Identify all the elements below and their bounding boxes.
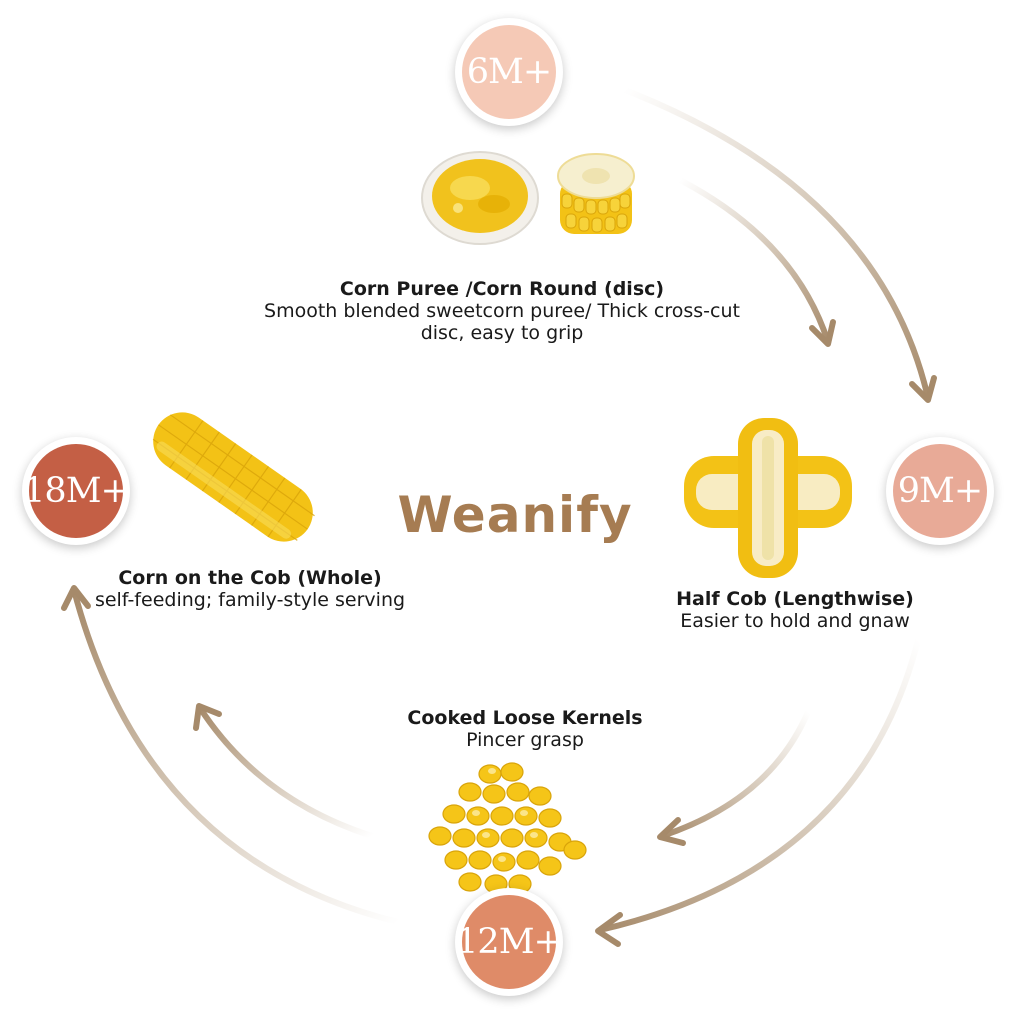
brand-logo: Weanify	[397, 486, 633, 544]
stage-text-12m: Cooked Loose Kernels Pincer grasp	[370, 707, 680, 752]
stage-text-18m: Corn on the Cob (Whole) self-feeding; fa…	[80, 567, 420, 612]
loose-kernels-image	[428, 762, 587, 908]
half-cob-lengthwise-image	[684, 418, 852, 578]
arrowhead-inner-6-to-9	[809, 319, 836, 347]
stage-title-12m: Cooked Loose Kernels	[407, 707, 643, 729]
corn-puree-bowl-image	[421, 151, 539, 245]
arrow-inner-6-to-9	[677, 177, 831, 345]
corn-round-disc-image	[557, 153, 635, 234]
arrowhead-outer-6-to-9	[909, 375, 937, 403]
arrow-outer-12-to-18	[71, 587, 401, 925]
stage-text-6m: Corn Puree /Corn Round (disc) Smooth ble…	[262, 278, 742, 345]
stage-desc-6m: Smooth blended sweetcorn puree/ Thick cr…	[264, 299, 740, 344]
age-label-12m: 12M+	[456, 922, 563, 962]
age-badge-6m: 6M+	[455, 18, 563, 126]
stage-text-9m: Half Cob (Lengthwise) Easier to hold and…	[640, 588, 950, 633]
age-badge-18m: 18M+	[22, 437, 130, 545]
arrow-inner-12-to-18	[197, 705, 375, 839]
arrow-outer-9-to-12	[597, 637, 921, 933]
arrowhead-outer-12-to-18	[61, 585, 91, 611]
age-label-6m: 6M+	[466, 52, 552, 92]
age-badge-12m: 12M+	[455, 888, 563, 996]
age-label-18m: 18M+	[23, 471, 130, 511]
arrowhead-inner-12-to-18	[193, 703, 222, 731]
arrowhead-inner-9-to-12	[657, 817, 686, 846]
age-label-9m: 9M+	[897, 471, 983, 511]
arrow-inner-9-to-12	[659, 709, 811, 839]
stage-desc-12m: Pincer grasp	[466, 728, 584, 751]
stage-title-9m: Half Cob (Lengthwise)	[676, 588, 914, 610]
stage-title-18m: Corn on the Cob (Whole)	[118, 567, 382, 589]
arrow-outer-6-to-9	[622, 87, 931, 401]
arrowhead-outer-9-to-12	[595, 912, 623, 947]
stage-desc-9m: Easier to hold and gnaw	[680, 609, 910, 632]
age-badge-9m: 9M+	[886, 437, 994, 545]
stage-title-6m: Corn Puree /Corn Round (disc)	[339, 278, 665, 300]
whole-corn-cob-image	[152, 412, 315, 542]
stage-desc-18m: self-feeding; family-style serving	[94, 588, 406, 611]
